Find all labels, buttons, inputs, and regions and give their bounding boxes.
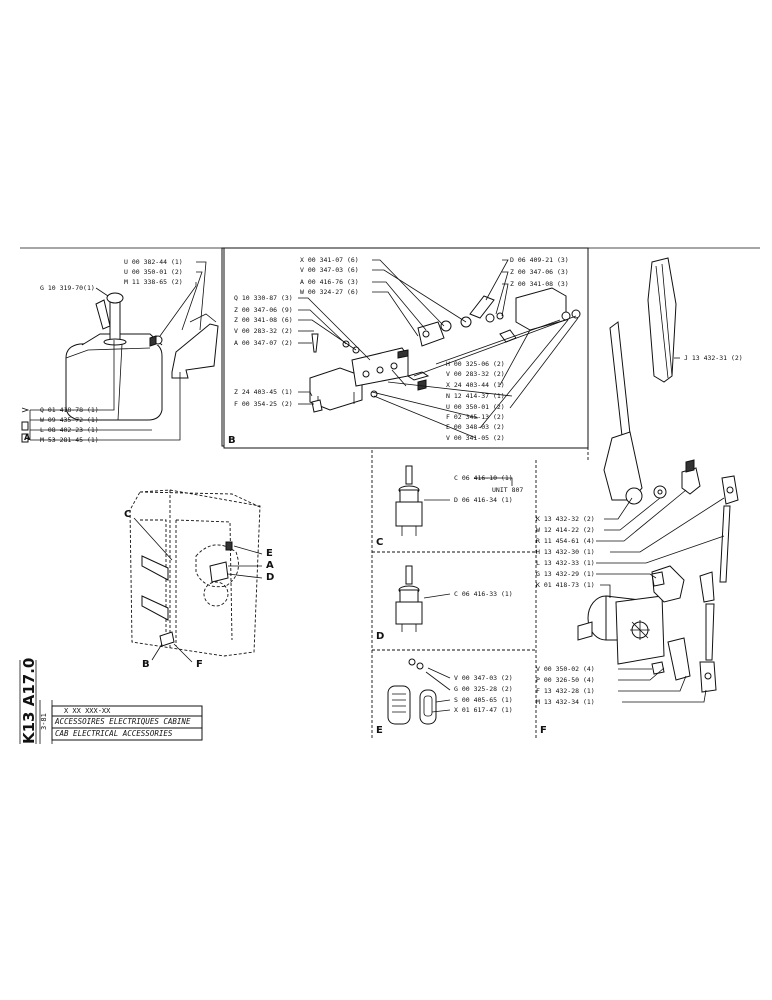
part-label: F 02 345-13 (2) — [446, 413, 505, 421]
part-label: H 13 432-30 (1) — [536, 548, 595, 556]
panel-d — [395, 565, 451, 632]
part-label: H 00 325-06 (2) — [446, 360, 505, 368]
part-label: U 00 350-01 (2) — [124, 268, 183, 276]
part-label: V 00 283-32 (2) — [446, 370, 505, 378]
part-label: V 00 347-03 (2) — [454, 674, 513, 682]
part-label: F 13 432-28 (1) — [536, 687, 595, 695]
part-label: V 00 283-32 (2) — [234, 327, 293, 335]
part-label: V 00 347-03 (6) — [300, 266, 359, 274]
part-label: M 53 281-45 (1) — [40, 436, 99, 444]
cab-callout-b: B — [142, 659, 150, 670]
cab-callout-c: C — [124, 509, 132, 520]
part-label: J 13 432-31 (2) — [684, 354, 743, 362]
part-label: Z 00 347-06 (9) — [234, 306, 293, 314]
panel-letter-e: E — [376, 725, 383, 736]
cab-callout-e: E — [266, 548, 273, 559]
sheet-date: 3-81 — [40, 713, 48, 730]
panel-b — [223, 247, 589, 449]
part-label: K 13 432-32 (2) — [536, 515, 595, 523]
part-label: R 11 454-61 (4) — [536, 537, 595, 545]
panel-e — [387, 658, 451, 725]
part-label: N 12 414-37 (1) — [446, 392, 505, 400]
part-label: D 06 416-34 (1) — [454, 496, 513, 504]
part-label: L 08 402-23 (1) — [40, 426, 99, 434]
part-label: U 00 382-44 (1) — [124, 258, 183, 266]
part-label: W 00 324-27 (6) — [300, 288, 359, 296]
cab-callout-d: D — [266, 572, 275, 583]
part-label: G 00 325-28 (2) — [454, 685, 513, 693]
part-label: Q 10 330-87 (3) — [234, 294, 293, 302]
part-label: G 13 432-29 (1) — [536, 570, 595, 578]
unit-label: UNIT 807 — [492, 486, 524, 494]
part-label: F 00 354-25 (2) — [234, 400, 293, 408]
part-label: X 00 341-07 (6) — [300, 256, 359, 264]
cab-overview — [129, 489, 263, 663]
part-label: Q 01 418-78 (1) — [40, 406, 99, 414]
part-label: S 00 405-65 (1) — [454, 696, 513, 704]
part-label: A 00 416-76 (3) — [300, 278, 359, 286]
part-label: L 13 432-33 (1) — [536, 559, 595, 567]
part-label: V 00 341-05 (2) — [446, 434, 505, 442]
panel-a — [20, 247, 225, 447]
part-label: W 12 414-22 (2) — [536, 526, 595, 534]
part-label: V 00 350-02 (4) — [536, 665, 595, 673]
cab-callout-a: A — [266, 560, 274, 571]
panel-letter-c: C — [376, 537, 384, 548]
part-label: C 06 416-33 (1) — [454, 590, 513, 598]
title-block — [19, 660, 203, 744]
part-label: U 00 350-01 (2) — [446, 403, 505, 411]
drawing-code: K13 A17.0 — [20, 657, 38, 744]
part-label: M 13 432-34 (1) — [536, 698, 595, 706]
part-label: G 10 319-70(1) — [40, 284, 95, 292]
part-label: K 01 418-73 (1) — [536, 581, 595, 589]
part-label: Z 00 341-08 (3) — [510, 280, 569, 288]
part-label: Z 00 341-08 (6) — [234, 316, 293, 324]
part-label: X 01 617-47 (1) — [454, 706, 513, 714]
title-english: CAB ELECTRICAL ACCESSORIES — [55, 729, 173, 738]
panel-letter-b: B — [228, 435, 236, 446]
part-label: Z 00 347-06 (3) — [510, 268, 569, 276]
panel-letter-a: A — [24, 433, 31, 442]
part-reference: X XX XXX-XX — [64, 707, 111, 715]
part-label: E 00 348-03 (2) — [446, 423, 505, 431]
part-label: M 11 338-65 (2) — [124, 278, 183, 286]
part-label: A 00 347-07 (2) — [234, 339, 293, 347]
panel-letter-f: F — [540, 725, 547, 736]
part-label: P 00 326-50 (4) — [536, 676, 595, 684]
part-label: D 06 409-21 (3) — [510, 256, 569, 264]
part-label: X 24 403-44 (1) — [446, 381, 505, 389]
part-label: C 06 416-10 (1) — [454, 474, 513, 482]
part-label: Z 24 403-45 (1) — [234, 388, 293, 396]
panel-f — [535, 247, 760, 740]
part-label: W 09 435-72 (1) — [40, 416, 99, 424]
panel-c — [371, 450, 536, 740]
cab-callout-f: F — [196, 659, 203, 670]
panel-letter-d: D — [376, 631, 385, 642]
title-french: ACCESSOIRES ELECTRIQUES CABINE — [55, 717, 191, 726]
